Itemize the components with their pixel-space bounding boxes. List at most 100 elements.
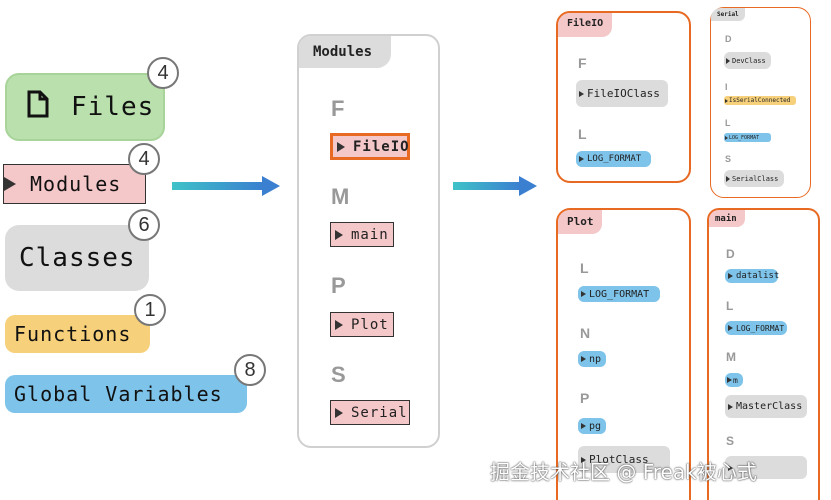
chip-label: LOG_FORMAT: [736, 323, 785, 333]
function-chip-isserialconnected[interactable]: IsSerialConnected: [724, 96, 796, 105]
class-marker-icon: [726, 175, 730, 182]
chip-label: IsSerialConnected: [729, 97, 791, 104]
global-chip-np[interactable]: np: [578, 351, 606, 367]
global-marker-icon: [581, 423, 586, 429]
class-chip-partial[interactable]: [725, 456, 807, 479]
serial-panel-tab: [711, 8, 745, 21]
class-chip-masterclass[interactable]: MasterClass: [725, 395, 807, 418]
watermark: 掘金技术社区 @ Freak被心式: [490, 460, 757, 484]
arrow-legend-to-modules: [172, 176, 280, 196]
class-marker-icon: [726, 57, 730, 64]
group-letter-s: S: [726, 434, 735, 448]
chip-label: DevClass: [732, 56, 766, 65]
legend-classes-label: Classes: [19, 243, 136, 273]
class-marker-icon: [728, 403, 733, 410]
group-letter-d: D: [726, 247, 735, 261]
class-chip-devclass[interactable]: DevClass: [724, 52, 771, 69]
module-item-label: FileIO: [353, 138, 410, 155]
group-letter-f: F: [578, 55, 587, 71]
legend-globals-label: Global Variables: [14, 382, 223, 406]
module-item-label: main: [351, 226, 389, 243]
chip-label: pg: [589, 420, 602, 432]
legend-globals-count: 8: [234, 354, 266, 386]
global-marker-icon: [579, 156, 584, 162]
legend-files-label: Files: [71, 92, 155, 122]
group-letter-l: L: [725, 118, 731, 128]
fileio-panel: FileIO F FileIOClass L LOG_FORMAT: [556, 11, 691, 183]
chip-label: np: [589, 353, 602, 365]
global-chip-log-format[interactable]: LOG_FORMAT: [725, 321, 787, 335]
file-icon: [27, 90, 49, 125]
class-marker-icon: [581, 456, 586, 463]
module-marker-icon: [335, 407, 343, 418]
legend-modules-label: Modules: [30, 172, 122, 196]
group-letter-f: F: [331, 96, 345, 121]
group-letter-s: S: [725, 154, 732, 164]
group-letter-i: I: [725, 82, 728, 92]
legend-files: Files: [5, 73, 165, 141]
group-letter-s: S: [331, 362, 346, 387]
group-letter-m: M: [726, 350, 736, 364]
global-chip-log-format[interactable]: LOG_FORMAT: [724, 133, 771, 142]
serial-panel: Serial D DevClass I IsSerialConnected L …: [710, 7, 811, 198]
group-letter-l: L: [580, 260, 589, 276]
main-panel: main D datalist L LOG_FORMAT M m MasterC…: [707, 208, 820, 500]
modules-panel-tab: [299, 36, 391, 68]
module-item-serial[interactable]: Serial: [330, 400, 410, 425]
class-marker-icon: [728, 464, 733, 471]
modules-panel-title: Modules: [313, 44, 373, 60]
modules-panel: Modules F FileIO M main P Plot S Serial: [297, 34, 440, 448]
chip-label: LOG_FORMAT: [589, 288, 650, 300]
arrow-modules-to-details: [453, 176, 537, 196]
group-letter-l: L: [726, 299, 734, 313]
plot-panel-tab: [558, 210, 602, 234]
chip-label: datalist: [736, 271, 780, 281]
legend-modules: Modules: [3, 164, 146, 204]
module-marker-icon: [337, 141, 345, 152]
global-chip-pg[interactable]: pg: [578, 418, 606, 434]
fileio-panel-tab: [558, 13, 612, 37]
legend-functions: Functions: [5, 315, 150, 353]
module-item-label: Serial: [351, 404, 408, 421]
serial-panel-title: Serial: [717, 11, 739, 18]
chip-label: LOG_FORMAT: [587, 154, 642, 164]
global-chip-datalist[interactable]: datalist: [725, 269, 780, 283]
group-letter-d: D: [725, 34, 732, 44]
class-marker-icon: [579, 90, 584, 97]
group-letter-n: N: [580, 325, 591, 341]
chip-label: FileIOClass: [587, 87, 660, 100]
chip-label: LOG_FORMAT: [729, 134, 760, 141]
class-chip-fileioclass[interactable]: FileIOClass: [576, 80, 668, 107]
module-item-main[interactable]: main: [330, 222, 394, 247]
legend-files-count: 4: [147, 57, 179, 89]
group-letter-l: L: [578, 126, 587, 142]
legend-functions-label: Functions: [14, 322, 132, 346]
global-marker-icon: [728, 273, 733, 279]
module-item-label: Plot: [351, 316, 389, 333]
group-letter-p: P: [331, 273, 346, 298]
module-marker-icon: [335, 229, 343, 240]
plot-panel: Plot L LOG_FORMAT N np P pg PlotClass: [556, 208, 691, 500]
function-marker-icon: [725, 98, 728, 103]
group-letter-p: P: [580, 390, 590, 406]
global-marker-icon: [725, 135, 728, 140]
module-marker-icon: [335, 319, 343, 330]
module-item-plot[interactable]: Plot: [330, 312, 394, 337]
class-chip-plotclass[interactable]: PlotClass: [578, 446, 670, 473]
legend-classes: Classes: [5, 225, 149, 291]
chip-label: PlotClass: [589, 453, 649, 466]
global-chip-m[interactable]: m: [725, 373, 743, 387]
legend-functions-count: 1: [134, 294, 166, 326]
global-marker-icon: [581, 356, 586, 362]
class-chip-serialclass[interactable]: SerialClass: [724, 170, 784, 187]
fileio-panel-title: FileIO: [567, 18, 604, 29]
legend-global-variables: Global Variables: [5, 375, 247, 413]
plot-panel-title: Plot: [567, 215, 594, 228]
global-chip-log-format[interactable]: LOG_FORMAT: [578, 286, 660, 302]
legend-modules-count: 4: [128, 143, 160, 175]
module-marker-icon: [4, 177, 16, 191]
chip-label: SerialClass: [732, 174, 779, 183]
chip-label: MasterClass: [736, 401, 803, 412]
global-chip-log-format[interactable]: LOG_FORMAT: [576, 151, 651, 167]
module-item-fileio[interactable]: FileIO: [330, 133, 410, 160]
